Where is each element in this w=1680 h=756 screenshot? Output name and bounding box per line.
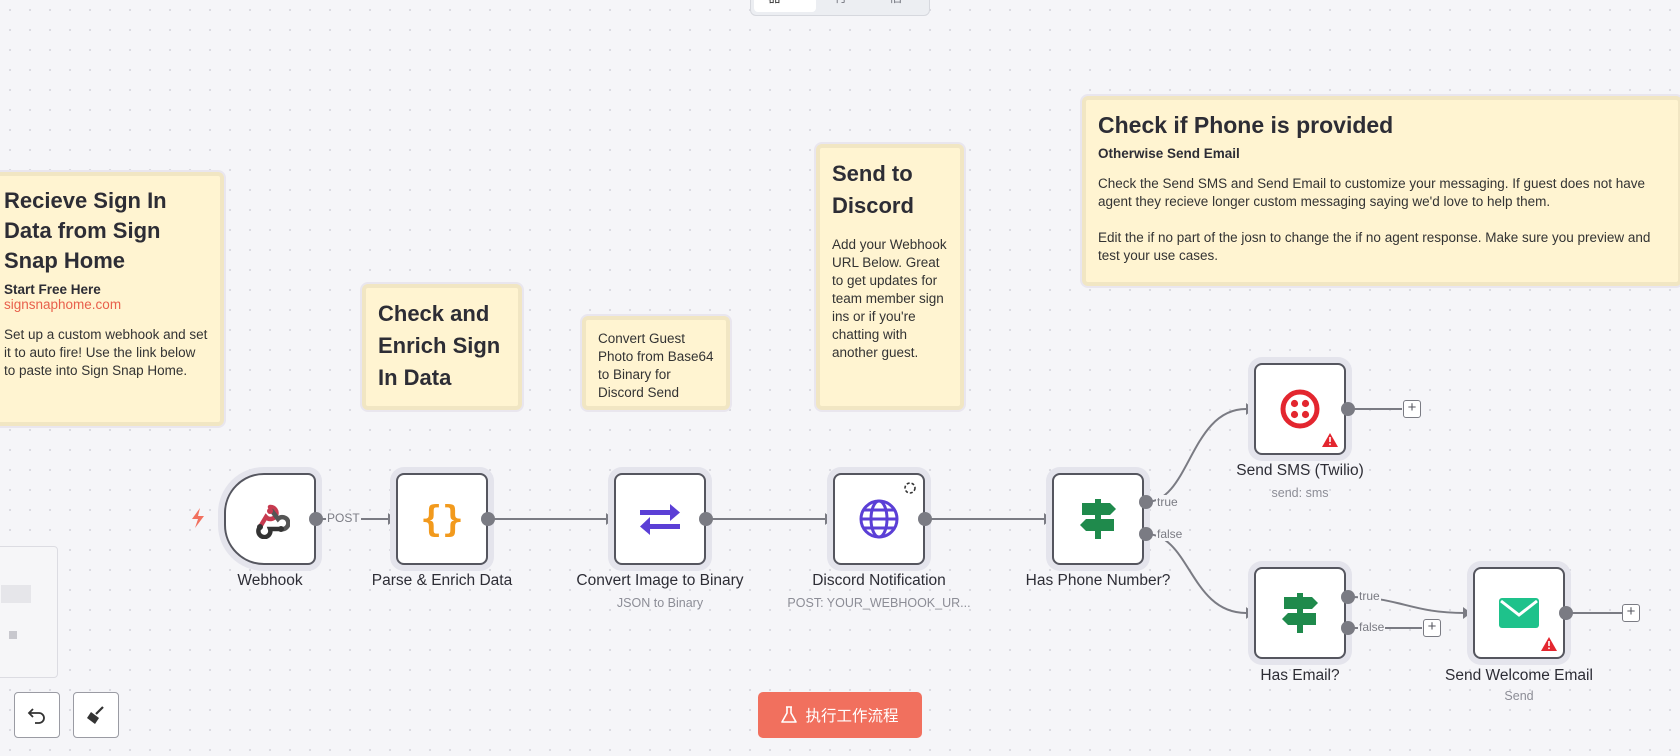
warning-icon xyxy=(1322,433,1338,447)
email-label: Send Welcome Email xyxy=(1445,667,1593,684)
pin-icon xyxy=(904,482,916,494)
discord-label: Discord Notification xyxy=(812,572,946,589)
parse-output-port[interactable] xyxy=(481,512,495,526)
email-output-port[interactable] xyxy=(1559,606,1573,620)
node-send-sms[interactable] xyxy=(1254,363,1346,455)
webhook-edge-label: POST xyxy=(326,511,361,525)
has-phone-input-port[interactable] xyxy=(1048,511,1055,527)
parse-input-port[interactable] xyxy=(392,511,399,527)
sticky-convert-body: Convert Guest Photo from Base64 to Binar… xyxy=(598,331,714,400)
email-input-port[interactable] xyxy=(1469,605,1476,621)
sticky-receive-subtitle: Start Free Here xyxy=(4,282,101,297)
run-workflow-label: 执行工作流程 xyxy=(805,707,899,725)
sticky-phone-title: Check if Phone is provided xyxy=(1098,112,1394,138)
convert-output-port[interactable] xyxy=(699,512,713,526)
has-email-false-add-button[interactable]: + xyxy=(1423,619,1441,637)
undo-icon xyxy=(27,708,45,724)
has-email-false-port[interactable] xyxy=(1341,621,1355,635)
has-phone-false-label: false xyxy=(1156,527,1184,541)
convert-subtitle: JSON to Binary xyxy=(616,596,704,610)
undo-button[interactable] xyxy=(14,692,60,738)
sticky-receive-title: Recieve Sign In Data from Sign Snap Home xyxy=(4,188,167,273)
has-phone-true-label: true xyxy=(1156,495,1179,509)
has-email-false-label: false xyxy=(1358,620,1386,634)
sticky-convert[interactable]: Convert Guest Photo from Base64 to Binar… xyxy=(582,316,730,410)
sticky-receive[interactable]: Recieve Sign In Data from Sign Snap Home… xyxy=(0,172,224,426)
sticky-phone[interactable]: Check if Phone is provided Otherwise Sen… xyxy=(1082,96,1680,286)
has-email-true-port[interactable] xyxy=(1341,590,1355,604)
tidy-up-button[interactable] xyxy=(73,692,119,738)
has-email-input-port[interactable] xyxy=(1250,605,1257,621)
minimap-node xyxy=(9,631,17,639)
signpost-icon xyxy=(1080,499,1116,539)
has-email-true-label: true xyxy=(1358,589,1381,603)
sms-input-port[interactable] xyxy=(1250,401,1257,417)
sticky-enrich-title: Check and Enrich Sign In Data xyxy=(378,301,501,390)
sticky-phone-body-1: Check the Send SMS and Send Email to cus… xyxy=(1098,176,1646,209)
sticky-phone-subtitle: Otherwise Send Email xyxy=(1098,146,1240,161)
node-webhook[interactable] xyxy=(224,473,316,565)
discord-input-port[interactable] xyxy=(829,511,836,527)
has-phone-true-port[interactable] xyxy=(1139,495,1153,509)
parse-label: Parse & Enrich Data xyxy=(371,572,513,589)
node-has-phone[interactable] xyxy=(1052,473,1144,565)
sticky-discord-title: Send to Discord xyxy=(832,161,914,218)
node-convert-image[interactable] xyxy=(614,473,706,565)
twilio-icon xyxy=(1280,389,1320,429)
email-subtitle: Send xyxy=(1504,689,1534,703)
sticky-receive-body: Set up a custom webhook and set it to au… xyxy=(4,327,208,378)
webhook-output-port[interactable] xyxy=(309,512,323,526)
has-phone-false-port[interactable] xyxy=(1139,527,1153,541)
globe-icon xyxy=(859,499,899,539)
webhook-label: Webhook xyxy=(237,572,303,589)
sms-output-port[interactable] xyxy=(1341,402,1355,416)
run-workflow-button[interactable]: 执行工作流程 xyxy=(758,692,922,738)
sticky-phone-body-2: Edit the if no part of the josn to chang… xyxy=(1098,230,1651,263)
discord-output-port[interactable] xyxy=(918,512,932,526)
discord-subtitle: POST: YOUR_WEBHOOK_UR... xyxy=(787,596,971,610)
warning-icon xyxy=(1541,637,1557,651)
minimap[interactable] xyxy=(0,546,58,678)
broom-icon xyxy=(87,706,104,724)
envelope-icon xyxy=(1499,598,1539,628)
sticky-discord-body: Add your Webhook URL Below. Great to get… xyxy=(832,237,947,360)
convert-label: Convert Image to Binary xyxy=(576,572,744,589)
has-email-label: Has Email? xyxy=(1260,667,1340,684)
sms-label: Send SMS (Twilio) xyxy=(1236,462,1364,479)
email-add-button[interactable]: + xyxy=(1622,604,1640,622)
sticky-discord[interactable]: Send to Discord Add your Webhook URL Bel… xyxy=(816,144,964,410)
braces-icon: {} xyxy=(420,498,464,540)
sticky-enrich[interactable]: Check and Enrich Sign In Data xyxy=(362,284,522,410)
tab-executions[interactable]: 执行 xyxy=(820,0,871,12)
node-parse-enrich[interactable]: {} xyxy=(396,473,488,565)
tab-editor[interactable]: 编辑器 xyxy=(754,0,817,12)
tab-evaluations[interactable]: 评估 xyxy=(875,0,926,12)
sms-add-button[interactable]: + xyxy=(1403,400,1421,418)
minimap-viewport xyxy=(1,585,31,603)
node-send-email[interactable] xyxy=(1473,567,1565,659)
has-phone-label: Has Phone Number? xyxy=(1025,572,1171,589)
convert-input-port[interactable] xyxy=(610,511,617,527)
trigger-bolt-icon xyxy=(192,508,204,528)
signsnaphome-link[interactable]: signsnaphome.com xyxy=(4,297,122,312)
view-tabs: 编辑器 执行 评估 xyxy=(750,0,930,16)
sms-subtitle: send: sms xyxy=(1271,486,1329,500)
node-has-email[interactable] xyxy=(1254,567,1346,659)
signpost-icon xyxy=(1282,593,1318,633)
webhook-icon xyxy=(256,504,290,539)
flask-icon xyxy=(781,706,798,723)
arrows-exchange-icon xyxy=(640,504,680,535)
node-discord-notification[interactable] xyxy=(833,473,925,565)
